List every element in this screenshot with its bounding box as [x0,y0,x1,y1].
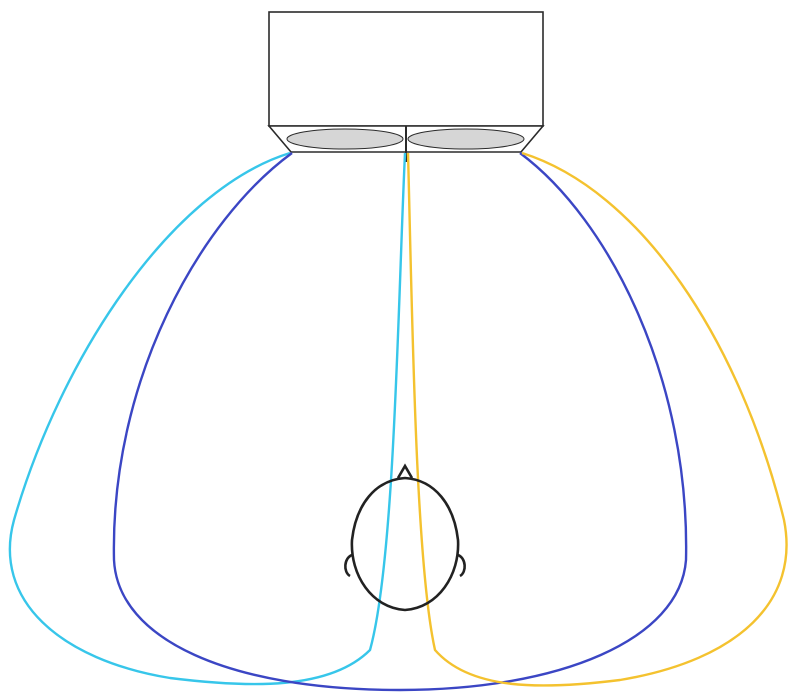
listener-head [345,466,464,610]
lobe-right-outer [408,153,787,686]
left-driver [287,129,403,149]
right-ear-icon [458,555,465,576]
right-driver [408,129,524,149]
lobe-left-outer [10,153,405,684]
nose-icon [398,466,412,478]
left-ear-icon [345,555,352,576]
enclosure-cabinet [269,12,543,126]
speaker-enclosure [269,12,543,162]
head-outline [352,478,458,610]
